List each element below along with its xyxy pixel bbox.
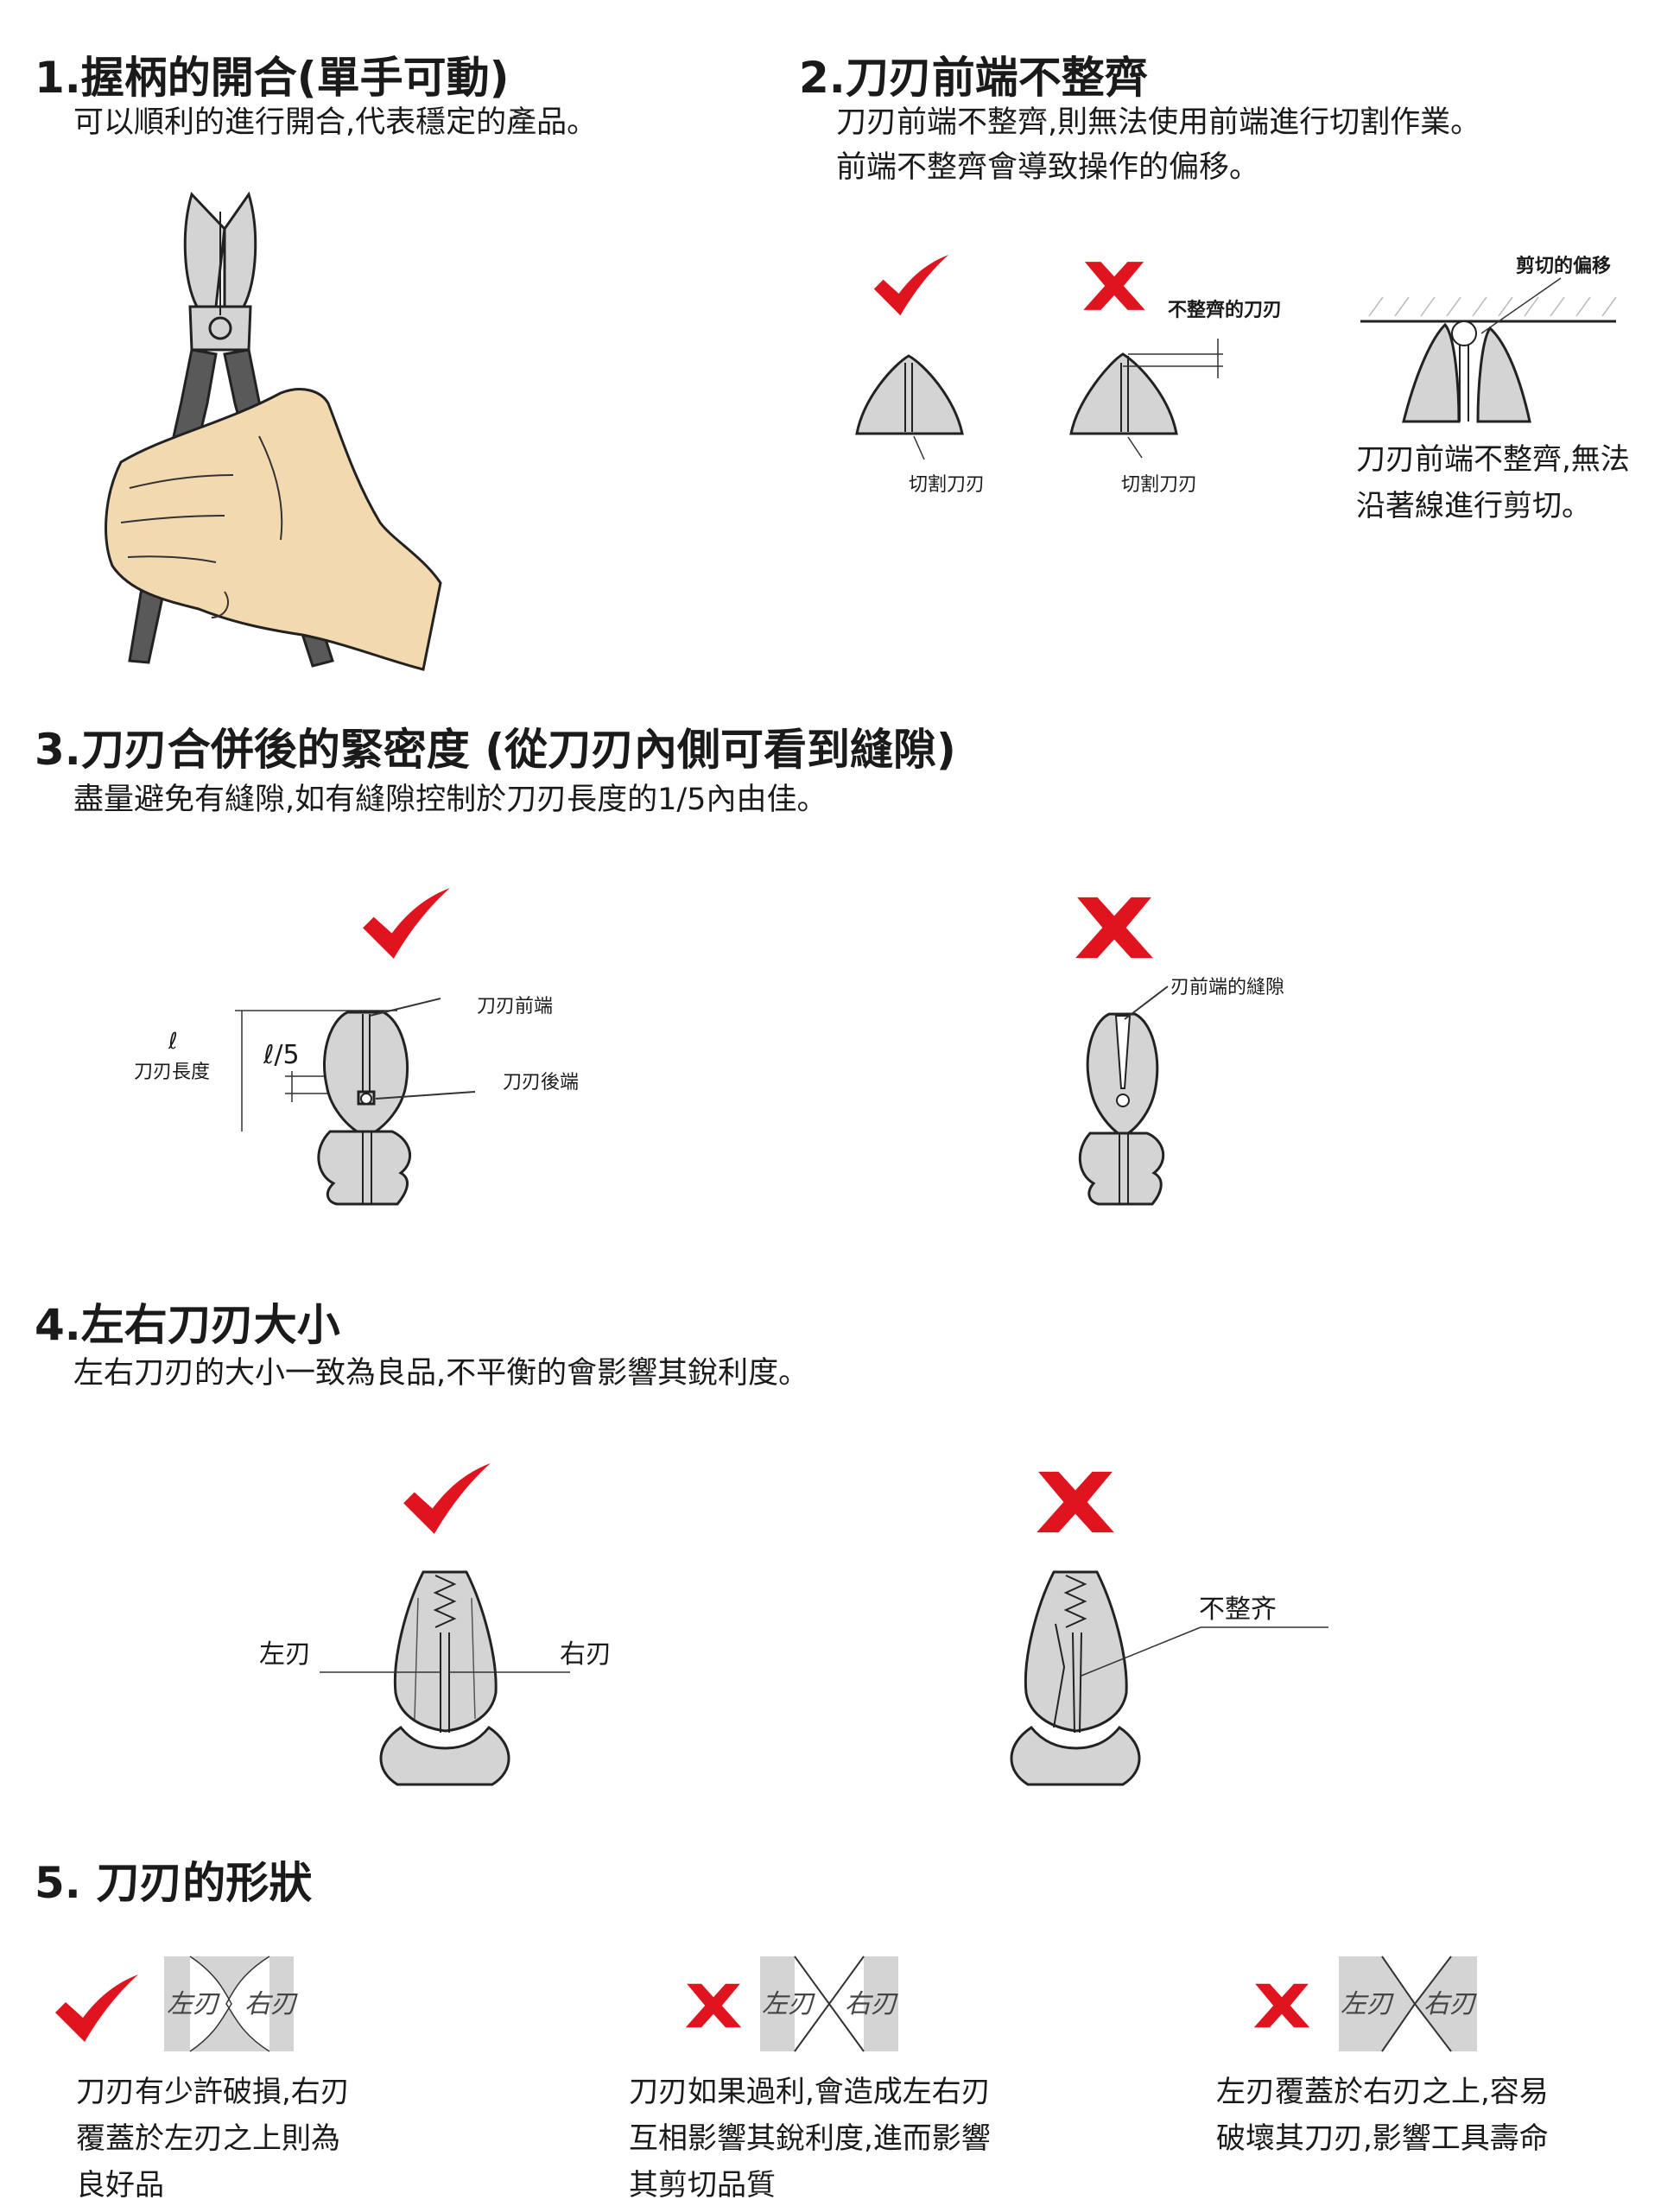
label-cutting-blade-1: 切割刀刃 xyxy=(909,474,986,496)
section2-note-line1: 刀刃前端不整齊,無法 xyxy=(1356,442,1630,477)
plier-hand-illustration xyxy=(105,191,442,671)
section1-desc: 可以順利的進行開合,代表穩定的產品。 xyxy=(73,105,598,140)
label-blade-front: 刀刃前端 xyxy=(477,996,554,1017)
section3-desc: 盡量避免有縫隙,如有縫隙控制於刀刃長度的1/5內由佳。 xyxy=(73,783,827,817)
label-cutting-blade-2: 切割刀刃 xyxy=(1121,474,1198,496)
label-blade-back: 刀刃後端 xyxy=(503,1072,580,1093)
plier-unbalanced-blades xyxy=(1010,1570,1328,1786)
check-mark-icon xyxy=(363,888,450,959)
blade-shape-diagram-3 xyxy=(1339,1956,1477,2052)
check-mark-icon xyxy=(403,1463,491,1534)
label-blade-length: 刀刃長度 xyxy=(134,1062,211,1083)
case1-caption-line2: 覆蓋於左刃之上則為 xyxy=(76,2121,340,2156)
section2-desc-line1: 刀刃前端不整齊,則無法使用前端進行切割作業。 xyxy=(836,105,1481,140)
label-right-blade: 右刃 xyxy=(560,1639,612,1670)
case2-caption-line3: 其剪切品質 xyxy=(629,2168,776,2203)
plier-closed-good xyxy=(235,998,476,1206)
check-mark-icon xyxy=(55,1975,138,2042)
blade-left-label-2: 左刃 xyxy=(762,1989,814,2019)
blade-shape-diagram-2 xyxy=(760,1956,898,2052)
case2-caption-line2: 互相影響其銳利度,進而影響 xyxy=(629,2121,991,2156)
label-front-gap: 刃前端的縫隙 xyxy=(1170,977,1285,998)
blade-tip-misaligned xyxy=(1069,339,1223,459)
section2-title: 2.刀刃前端不整齊 xyxy=(799,53,1148,103)
blade-right-label-1: 右刃 xyxy=(244,1989,296,2019)
section3-title: 3.刀刃合併後的緊密度 (從刀刃內側可看到縫隙) xyxy=(35,725,956,775)
case1-caption-line3: 良好品 xyxy=(76,2168,164,2203)
label-uneven: 不整齐 xyxy=(1199,1594,1277,1625)
cut-shift-illustration xyxy=(1360,277,1617,423)
blade-shape-diagram-1 xyxy=(164,1956,294,2052)
blade-right-label-2: 右刃 xyxy=(845,1989,897,2019)
cross-mark-icon xyxy=(1253,1983,1310,2028)
blade-left-label-3: 左刃 xyxy=(1341,1989,1392,2019)
section5-title: 5. 刀刃的形狀 xyxy=(35,1858,313,1908)
plier-balanced-blades xyxy=(320,1570,570,1786)
label-cut-shift: 剪切的偏移 xyxy=(1516,256,1612,277)
blade-left-label-1: 左刃 xyxy=(167,1989,219,2019)
case3-caption-line2: 破壞其刀刃,影響工具壽命 xyxy=(1216,2121,1549,2156)
section4-desc: 左右刀刃的大小一致為良品,不平衡的會影響其銳利度。 xyxy=(73,1356,809,1391)
case2-caption-line1: 刀刃如果過利,會造成左右刃 xyxy=(629,2075,991,2109)
cross-mark-icon xyxy=(685,1983,742,2028)
label-uneven-blade: 不整齊的刀刃 xyxy=(1168,300,1283,321)
label-fifth-length: ℓ/5 xyxy=(263,1040,300,1070)
cross-mark-icon xyxy=(1037,1471,1114,1533)
section1-title: 1.握柄的開合(單手可動) xyxy=(35,53,510,103)
section2-note-line2: 沿著線進行剪切。 xyxy=(1356,489,1591,523)
case3-caption-line1: 左刃覆蓋於右刃之上,容易 xyxy=(1216,2075,1549,2109)
blade-right-label-3: 右刃 xyxy=(1423,1989,1475,2019)
label-length-symbol: ℓ xyxy=(168,1029,178,1055)
cross-mark-icon xyxy=(1083,262,1145,310)
check-mark-icon xyxy=(873,255,949,316)
blade-tip-aligned xyxy=(855,354,964,460)
section4-title: 4.左右刀刃大小 xyxy=(35,1300,340,1350)
plier-closed-gap xyxy=(1078,986,1169,1206)
section2-desc-line2: 前端不整齊會導致操作的偏移。 xyxy=(836,150,1260,185)
label-left-blade: 左刃 xyxy=(259,1639,311,1670)
case1-caption-line1: 刀刃有少許破損,右刃 xyxy=(76,2075,350,2109)
cross-mark-icon xyxy=(1075,897,1153,959)
